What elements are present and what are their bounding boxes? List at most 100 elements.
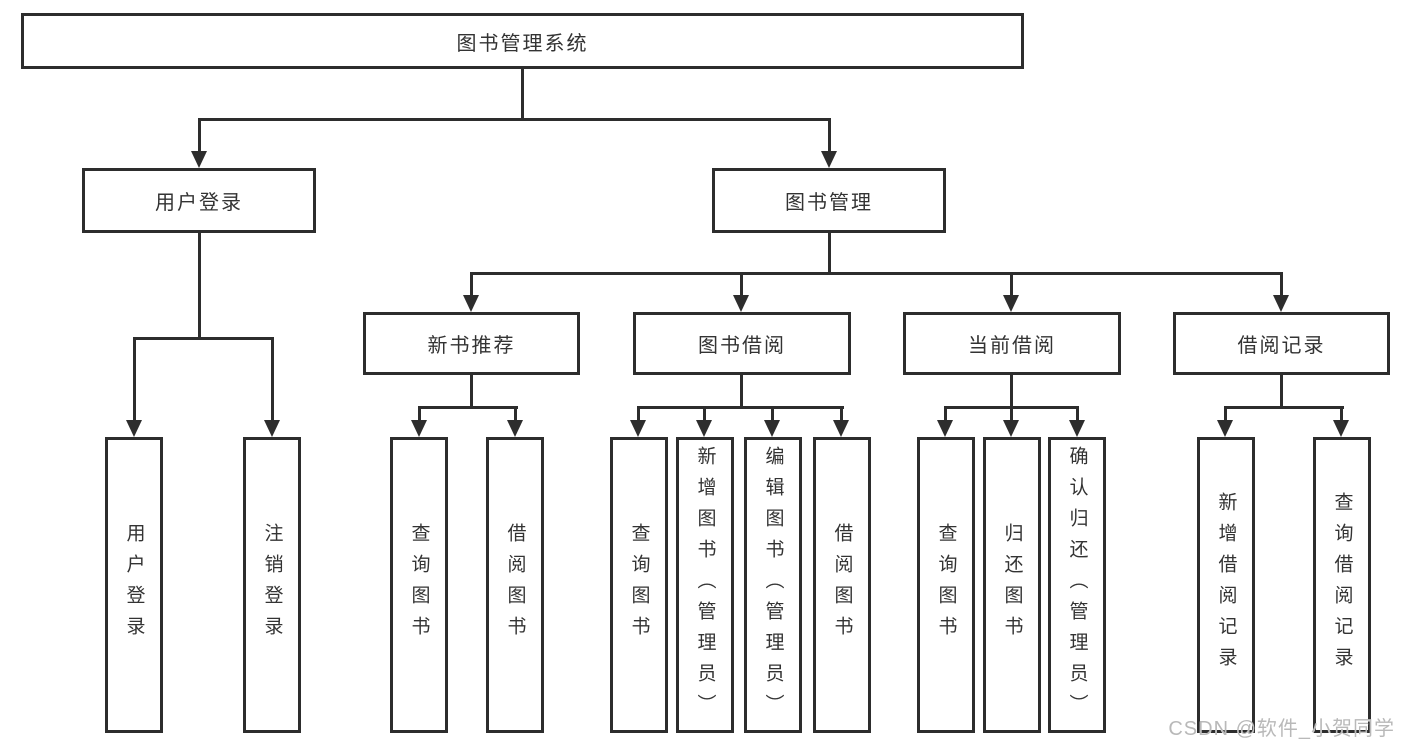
arrow-stem [770, 406, 774, 425]
node-book-management: 图书管理 [712, 168, 946, 233]
arrow-leaf [507, 406, 523, 437]
leaf-query-book-1: 查询图书 [390, 437, 448, 733]
leaf-add-book-admin-label: 新增图书（管理员） [694, 445, 716, 725]
node-user-login-label: 用户登录 [155, 192, 243, 214]
arrow-head-icon [696, 420, 712, 437]
arrow-stem [1339, 406, 1343, 425]
leaf-return-book: 归还图书 [983, 437, 1041, 733]
arrow-leaf [630, 406, 646, 437]
leaf-query-book-3: 查询图书 [917, 437, 975, 733]
arrow-head-icon [833, 420, 849, 437]
arrow-head-icon [630, 420, 646, 437]
leaf-query-book-2: 查询图书 [610, 437, 668, 733]
arrow-leaf [411, 406, 427, 437]
arrow-head-icon [1069, 420, 1085, 437]
arrow-stem [702, 406, 706, 425]
arrow-stem [1223, 406, 1227, 425]
connector-borrow-records-stem [1280, 375, 1283, 408]
leaf-confirm-return-admin: 确认归还（管理员） [1048, 437, 1106, 733]
arrow-leaf [764, 406, 780, 437]
arrow-leaf [1003, 406, 1019, 437]
node-book-borrow-label: 图书借阅 [698, 335, 786, 357]
arrow-stem [132, 337, 136, 425]
arrow-to-logout-leaf [264, 337, 280, 437]
connector-book-management-rail [470, 272, 1283, 275]
arrow-leaf [833, 406, 849, 437]
node-root-system: 图书管理系统 [21, 13, 1024, 69]
arrow-stem [636, 406, 640, 425]
arrow-stem [469, 272, 473, 300]
arrow-stem [827, 118, 831, 156]
leaf-add-borrow-record-label: 新增借阅记录 [1215, 492, 1237, 678]
connector-user-login-stem [198, 233, 201, 339]
arrow-stem [197, 118, 201, 156]
connector-book-borrow-rail [637, 406, 844, 409]
leaf-borrow-book-1: 借阅图书 [486, 437, 544, 733]
arrow-head-icon [126, 420, 142, 437]
node-borrow-records-label: 借阅记录 [1237, 335, 1326, 357]
leaf-query-book-3-label: 查询图书 [935, 523, 957, 647]
node-current-borrow: 当前借阅 [903, 312, 1121, 375]
connector-borrow-records-rail [1224, 406, 1344, 409]
arrow-stem [513, 406, 517, 425]
connector-root-rail [198, 118, 831, 121]
connector-new-book-rail [418, 406, 518, 409]
leaf-query-borrow-record: 查询借阅记录 [1313, 437, 1371, 733]
arrow-stem [1279, 272, 1283, 300]
arrow-to-book-management [821, 118, 837, 168]
arrow-head-icon [1333, 420, 1349, 437]
arrow-head-icon [507, 420, 523, 437]
leaf-confirm-return-admin-label: 确认归还（管理员） [1066, 445, 1088, 725]
connector-user-login-rail [133, 337, 274, 340]
arrow-head-icon [821, 151, 837, 168]
arrow-head-icon [1273, 295, 1289, 312]
arrow-leaf [937, 406, 953, 437]
arrow-head-icon [937, 420, 953, 437]
leaf-query-book-1-label: 查询图书 [408, 523, 430, 647]
arrow-stem [839, 406, 843, 425]
node-borrow-records: 借阅记录 [1173, 312, 1390, 375]
arrow-head-icon [463, 295, 479, 312]
arrow-to-borrow-records [1273, 272, 1289, 312]
leaf-add-book-admin: 新增图书（管理员） [676, 437, 734, 733]
csdn-watermark: CSDN @软件_小贺同学 [1168, 718, 1395, 740]
connector-book-borrow-stem [740, 375, 743, 408]
leaf-user-login: 用户登录 [105, 437, 163, 733]
arrow-head-icon [191, 151, 207, 168]
leaf-borrow-book-1-label: 借阅图书 [504, 523, 526, 647]
connector-new-book-stem [470, 375, 473, 408]
arrow-head-icon [1217, 420, 1233, 437]
node-user-login: 用户登录 [82, 168, 316, 233]
arrow-to-new-book [463, 272, 479, 312]
arrow-stem [1009, 406, 1013, 425]
leaf-edit-book-admin: 编辑图书（管理员） [744, 437, 802, 733]
arrow-head-icon [411, 420, 427, 437]
leaf-borrow-book-2-label: 借阅图书 [831, 523, 853, 647]
arrow-stem [1009, 272, 1013, 300]
connector-book-management-stem [828, 233, 831, 274]
arrow-stem [943, 406, 947, 425]
arrow-head-icon [1003, 295, 1019, 312]
connector-current-borrow-stem [1010, 375, 1013, 408]
arrow-leaf [1217, 406, 1233, 437]
arrow-to-current-borrow [1003, 272, 1019, 312]
arrow-stem [417, 406, 421, 425]
arrow-head-icon [264, 420, 280, 437]
arrow-leaf [696, 406, 712, 437]
leaf-logout-label: 注销登录 [261, 523, 283, 647]
leaf-user-login-label: 用户登录 [123, 523, 145, 647]
node-new-book-recommend: 新书推荐 [363, 312, 580, 375]
node-book-borrow: 图书借阅 [633, 312, 851, 375]
leaf-query-book-2-label: 查询图书 [628, 523, 650, 647]
leaf-add-borrow-record: 新增借阅记录 [1197, 437, 1255, 733]
arrow-stem [1075, 406, 1079, 425]
leaf-logout: 注销登录 [243, 437, 301, 733]
node-current-borrow-label: 当前借阅 [968, 335, 1056, 357]
arrow-leaf [1069, 406, 1085, 437]
arrow-head-icon [733, 295, 749, 312]
arrow-head-icon [764, 420, 780, 437]
arrow-to-book-borrow [733, 272, 749, 312]
arrow-stem [739, 272, 743, 300]
arrow-head-icon [1003, 420, 1019, 437]
